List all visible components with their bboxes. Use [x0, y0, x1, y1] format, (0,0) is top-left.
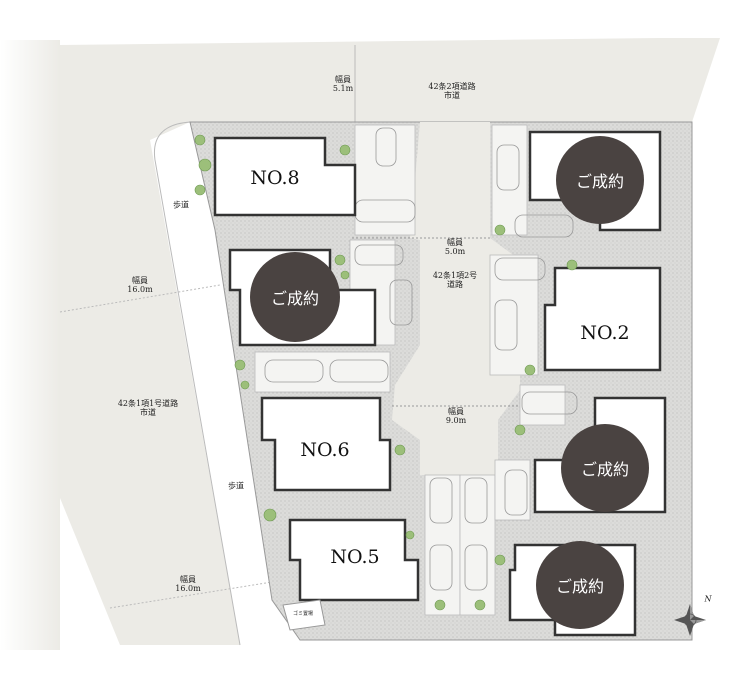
lot-no8[interactable]: NO.8 [250, 167, 300, 189]
lot-no5[interactable]: NO.5 [330, 546, 380, 568]
tree-icons [194, 134, 578, 611]
lot-sold-badge[interactable]: ご成約 [536, 541, 624, 629]
lot-no6[interactable]: NO.6 [300, 439, 350, 461]
inner-road-type: 42条1項2号道路 [432, 270, 478, 289]
public-road [0, 38, 720, 645]
lot-no2[interactable]: NO.2 [580, 322, 630, 344]
lot-sold-badge[interactable]: ご成約 [556, 136, 644, 224]
sidewalk-label-upper: 歩道 [173, 200, 189, 210]
inner-road [392, 122, 520, 475]
lot-sold-badge[interactable]: ご成約 [250, 252, 340, 342]
sidewalk-label-lower: 歩道 [228, 481, 244, 491]
lot-sold-badge[interactable]: ご成約 [561, 424, 649, 512]
compass-icon [674, 604, 706, 636]
garbage-area-label: ゴミ置場 [292, 611, 314, 618]
car-icons [264, 127, 578, 591]
compass-north-label: N [704, 594, 712, 604]
top-road-type: 42条2項道路市道 [428, 81, 476, 100]
left-road-type: 42条1項1号道路市道 [117, 398, 179, 417]
